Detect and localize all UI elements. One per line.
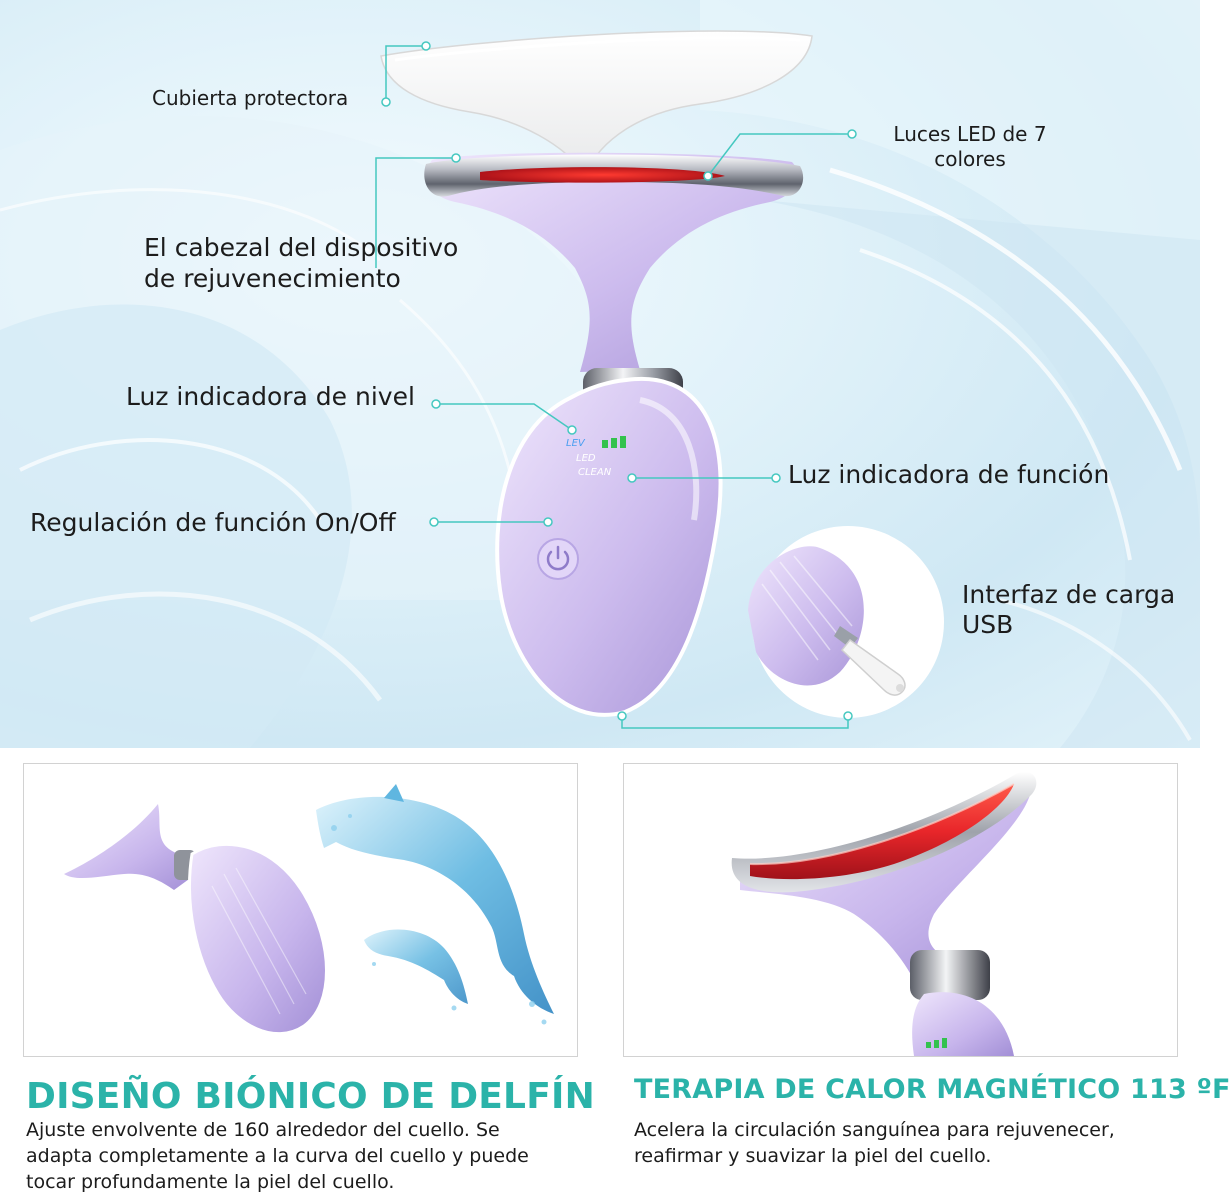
product-hero: LEV LED CLEAN Cubierta protectora Luces …	[0, 0, 1200, 748]
feature-desc-heat-line1: Acelera la circulación sanguínea para re…	[634, 1119, 1115, 1141]
power-icon[interactable]	[536, 537, 580, 581]
feature-image-dolphin	[23, 763, 578, 1057]
label-usb-line1: Interfaz de carga	[962, 580, 1176, 609]
usb-cable-icon	[834, 626, 906, 696]
label-function-light: Luz indicadora de función	[788, 460, 1110, 489]
label-power: Regulación de función On/Off	[30, 508, 396, 537]
device-heat-view	[731, 771, 1037, 1056]
device-clean-label: CLEAN	[578, 467, 612, 478]
label-head-line2: de rejuvenecimiento	[144, 264, 401, 293]
label-head-line1: El cabezal del dispositivo	[144, 233, 459, 262]
feature-desc-dolphin-line1: Ajuste envolvente de 160 alrededor del c…	[26, 1119, 500, 1141]
usb-inset	[748, 526, 944, 718]
feature-title-heat: TERAPIA DE CALOR MAGNÉTICO 113 ºF	[634, 1074, 1231, 1105]
feature-desc-dolphin-line3: tocar profundamente la piel del cuello.	[26, 1171, 395, 1193]
feature-desc-dolphin-line2: adapta completamente a la curva del cuel…	[26, 1145, 529, 1167]
water-background	[0, 0, 1200, 748]
label-led-line1: Luces LED de 7	[893, 122, 1047, 146]
protective-cover	[380, 30, 813, 177]
device-lev-label: LEV	[566, 438, 585, 449]
label-led-line2: colores	[934, 147, 1006, 171]
dolphin-icon	[316, 784, 554, 1025]
label-cover: Cubierta protectora	[152, 86, 349, 110]
device-led-label: LED	[576, 453, 596, 464]
level-indicator-bars	[602, 436, 626, 448]
label-usb-line2: USB	[962, 610, 1014, 639]
feature-title-dolphin: DISEÑO BIÓNICO DE DELFÍN	[26, 1076, 595, 1117]
feature-image-heat	[623, 763, 1178, 1057]
label-level-light: Luz indicadora de nivel	[126, 382, 415, 411]
device-body	[495, 376, 723, 717]
device-side-view	[64, 804, 328, 1036]
feature-desc-heat-line2: reafirmar y suavizar la piel del cuello.	[634, 1145, 992, 1167]
